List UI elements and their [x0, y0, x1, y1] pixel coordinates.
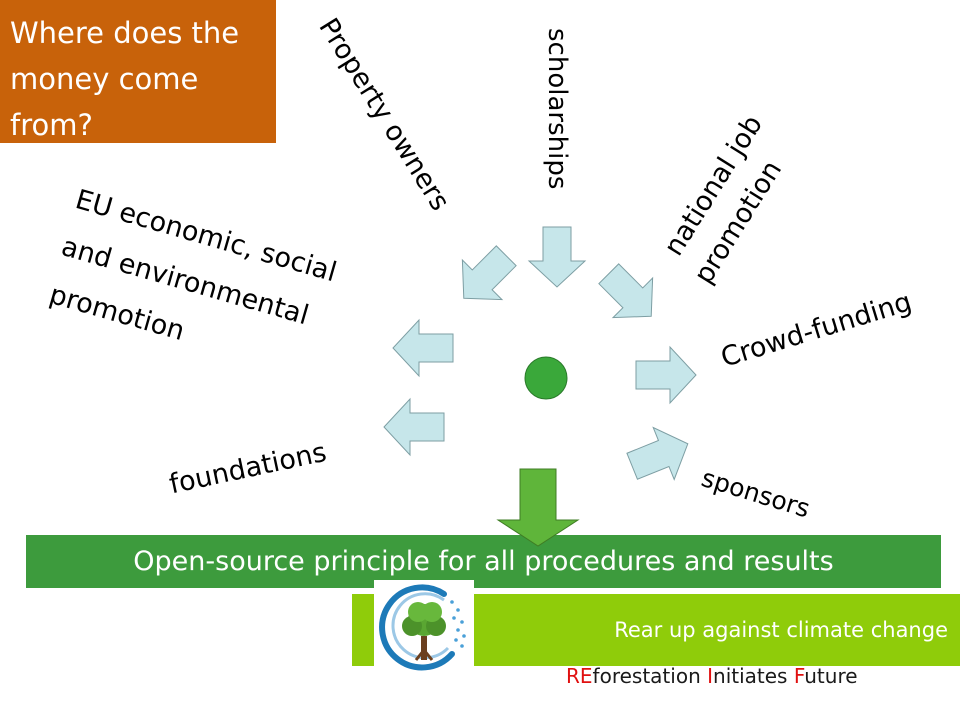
principle-text: Open-source principle for all procedures…	[133, 546, 834, 577]
open-source-principle-bar: Open-source principle for all procedures…	[26, 535, 941, 588]
arrow-from-scholarships	[527, 226, 587, 288]
arrow-from-property-owners	[461, 245, 517, 301]
down-arrow-icon	[496, 468, 580, 547]
acronym-nitiates: nitiates	[713, 664, 794, 688]
acronym-f: F	[793, 664, 805, 688]
center-dot	[524, 356, 568, 400]
tree-with-rain-logo-icon	[379, 584, 466, 671]
acronym-i: I	[707, 664, 714, 688]
acronym-forestation: forestation	[592, 664, 708, 688]
arrow-from-foundations	[383, 397, 445, 457]
slogan-text-wrap: Rear up against climate change	[474, 594, 960, 666]
arrow-from-eu	[392, 318, 454, 378]
arrow-from-sponsors	[626, 426, 689, 481]
logo	[374, 580, 474, 672]
arrow-from-national-job	[598, 263, 654, 319]
title-line-2: money come	[10, 62, 199, 96]
acronym-re: RE	[566, 664, 593, 688]
slogan-text: Rear up against climate change	[614, 618, 948, 642]
title-box: Where does the money come from?	[0, 0, 276, 143]
title-line-1: Where does the	[10, 16, 240, 50]
acronym-uture: uture	[804, 664, 858, 688]
title-line-3: from?	[10, 108, 93, 142]
arrow-from-crowdfunding	[635, 345, 697, 405]
acronym-tagline: REforestation Initiates Future	[566, 664, 858, 688]
